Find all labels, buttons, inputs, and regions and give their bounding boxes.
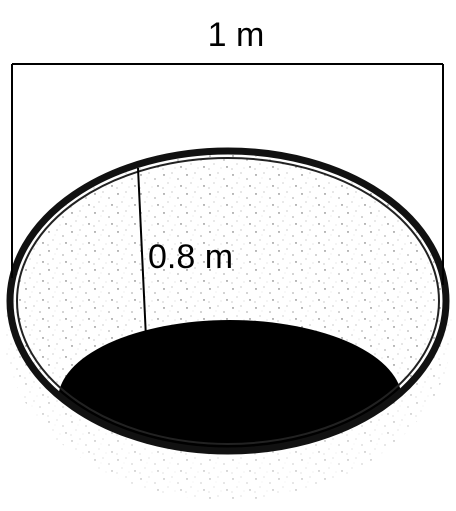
depth-label: 0.8 m (148, 238, 233, 276)
depth-dimension-line (137, 167, 147, 339)
width-label: 1 m (208, 16, 265, 54)
hole-rim-inner (16, 157, 440, 445)
hole-rim-outer (6, 147, 450, 455)
